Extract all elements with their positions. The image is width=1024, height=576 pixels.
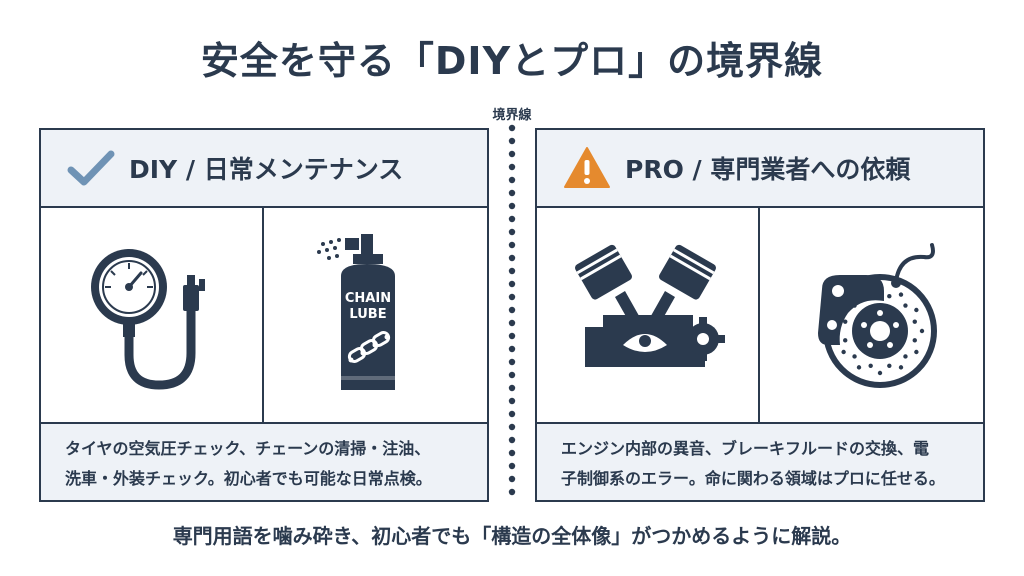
brake-disc-caliper-icon <box>817 243 937 388</box>
engine-pistons-icon <box>574 244 725 367</box>
footer-caption: 専門用語を噛み砕き、初心者でも「構造の全体像」がつかめるように解説。 <box>172 524 852 548</box>
page-title: 安全を守る「DIYとプロ」の境界線 <box>200 39 824 83</box>
divider-label: 境界線 <box>492 108 532 123</box>
warning-triangle-icon <box>564 147 610 188</box>
diy-cell-gauge <box>41 208 264 424</box>
tire-pressure-gauge-icon <box>90 249 205 390</box>
diy-cell-chain-lube: CHAIN LUBE <box>264 208 487 424</box>
diy-panel-header: DIY / 日常メンテナンス <box>41 130 487 208</box>
pro-cell-brake <box>760 208 983 424</box>
pro-description-line2: 子制御系のエラー。命に関わる領域はプロに任せる。 <box>561 469 945 488</box>
diy-description: タイヤの空気圧チェック、チェーンの清掃・注油、 洗車・外装チェック。初心者でも可… <box>41 424 487 500</box>
pro-panel-header: PRO / 専門業者への依頼 <box>537 130 983 208</box>
pro-panel: PRO / 専門業者への依頼 <box>535 128 985 502</box>
can-label-line2: LUBE <box>349 307 386 322</box>
can-label-line1: CHAIN <box>344 291 390 306</box>
chain-lube-spray-icon: CHAIN LUBE <box>316 234 395 390</box>
checkmark-icon <box>67 150 115 186</box>
pro-description-line1: エンジン内部の異音、ブレーキフルードの交換、電 <box>561 439 930 458</box>
diy-header-text: DIY / 日常メンテナンス <box>129 155 404 184</box>
diy-description-line1: タイヤの空気圧チェック、チェーンの清掃・注油、 <box>65 439 431 458</box>
pro-cell-engine <box>537 208 760 424</box>
pro-description: エンジン内部の異音、ブレーキフルードの交換、電 子制御系のエラー。命に関わる領域… <box>537 424 983 500</box>
diy-panel: DIY / 日常メンテナンス <box>39 128 489 502</box>
dotted-divider <box>508 124 516 496</box>
pro-header-text: PRO / 専門業者への依頼 <box>625 155 911 184</box>
diy-description-line2: 洗車・外装チェック。初心者でも可能な日常点検。 <box>65 469 432 488</box>
